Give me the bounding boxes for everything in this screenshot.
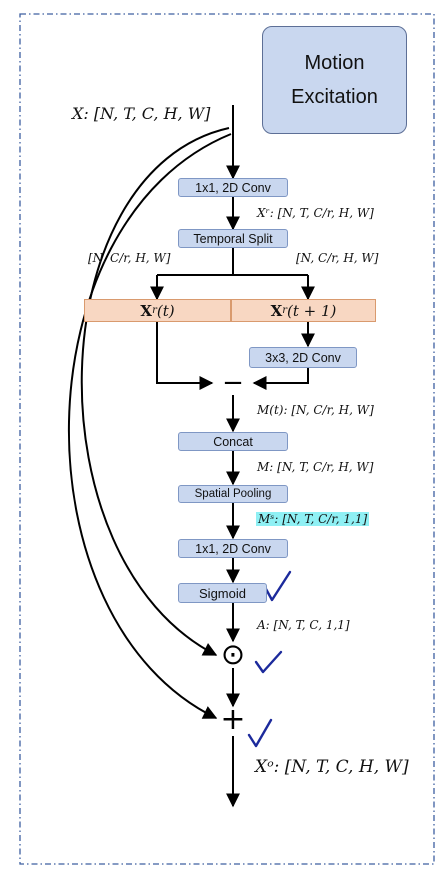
skip-to-odot bbox=[80, 127, 230, 656]
xr-t-arg: (t) bbox=[156, 301, 175, 320]
title-line-2: Excitation bbox=[291, 86, 378, 108]
arrow-left-minus bbox=[156, 322, 214, 390]
xr-symbol: X bbox=[140, 301, 153, 320]
plus-operator: + bbox=[220, 702, 246, 737]
split-left-shape-label: [N, C/r, H, W] bbox=[88, 251, 171, 265]
xr-superscript: r bbox=[282, 305, 288, 316]
check-mark-icon bbox=[247, 718, 273, 748]
arrow-conv3-minus bbox=[252, 368, 309, 390]
minus-operator: − bbox=[222, 368, 244, 398]
conv1x1-block-2: 1x1, 2D Conv bbox=[178, 539, 288, 558]
check-mark-icon bbox=[264, 570, 292, 602]
m-shape-label: M: [N, T, C/r, H, W] bbox=[257, 460, 374, 474]
check-mark-icon bbox=[254, 650, 283, 674]
a-shape-label: A: [N, T, C, 1,1] bbox=[257, 618, 350, 632]
output-shape-label: Xᵒ: [N, T, C, H, W] bbox=[255, 757, 409, 777]
ms-highlight: Mˢ: [N, T, C/r, 1,1] bbox=[256, 512, 370, 526]
split-right-shape-label: [N, C/r, H, W] bbox=[296, 251, 379, 265]
input-shape-label: X: [N, T, C, H, W] bbox=[72, 104, 211, 123]
sigmoid-block: Sigmoid bbox=[178, 583, 267, 603]
temporal-split-block: Temporal Split bbox=[178, 229, 288, 248]
conv1x1-block: 1x1, 2D Conv bbox=[178, 178, 288, 197]
outer-dashed-border bbox=[19, 13, 435, 865]
concat-block: Concat bbox=[178, 432, 288, 451]
xr-shape-label: Xʳ: [N, T, C/r, H, W] bbox=[257, 206, 374, 220]
spatial-pooling-block: Spatial Pooling bbox=[178, 485, 288, 503]
title-line-1: Motion bbox=[304, 52, 365, 74]
hadamard-product-operator: ⊙ bbox=[220, 637, 246, 671]
xr-t1-arg: (t + 1) bbox=[287, 301, 337, 320]
xr-superscript: r bbox=[152, 305, 157, 316]
mt-shape-label: M(t): [N, C/r, H, W] bbox=[257, 403, 374, 417]
skip-to-plus bbox=[68, 133, 232, 719]
motion-excitation-title: Motion Excitation bbox=[262, 26, 407, 134]
conv3x3-block: 3x3, 2D Conv bbox=[249, 347, 357, 368]
ms-shape-label: Mˢ: [N, T, C/r, 1,1] bbox=[256, 512, 370, 526]
xr-symbol: X bbox=[270, 301, 283, 320]
